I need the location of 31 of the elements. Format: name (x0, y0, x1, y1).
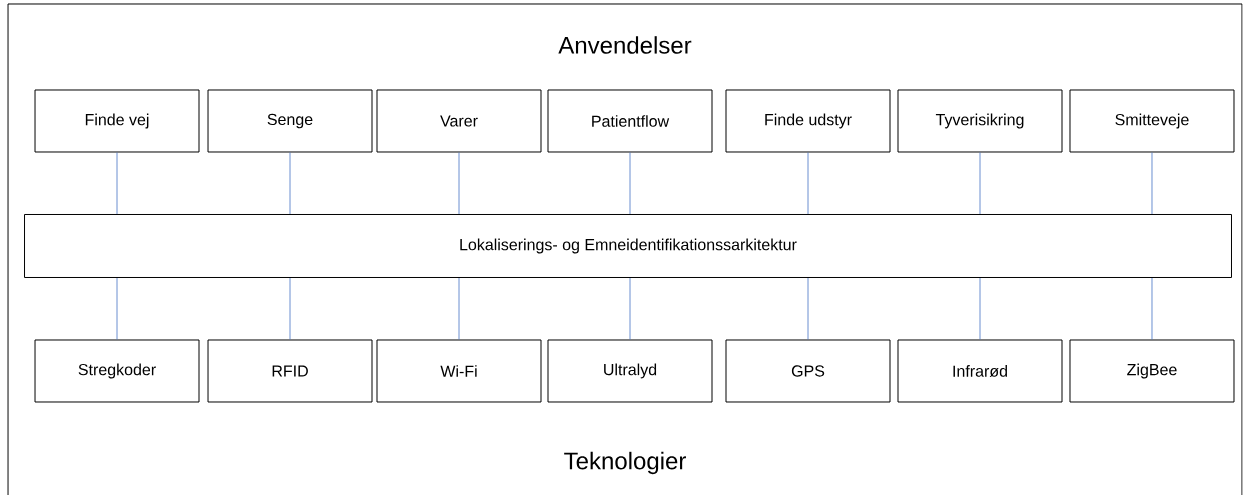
item-box: Stregkoder (34, 339, 200, 403)
connector-line (289, 152, 291, 215)
heading: Teknologier (564, 451, 686, 475)
connector-line (116, 277, 118, 340)
connector-line (1151, 152, 1153, 215)
connector-line (979, 277, 981, 340)
item-box: Finde vej (34, 89, 200, 153)
item-box: Ultralyd (547, 339, 713, 403)
connector-line (629, 277, 631, 340)
connector-line (458, 152, 460, 215)
item-box: Finde udstyr (725, 89, 891, 153)
connector-line (807, 152, 809, 215)
item-box: ZigBee (1069, 339, 1235, 403)
heading: Anvendelser (558, 36, 692, 54)
item-box: Wi-Fi (376, 339, 542, 403)
item-box: Tyverisikring (897, 89, 1063, 153)
item-box: RFID (207, 339, 373, 403)
architecture-box: Lokaliserings- og Emneidentifikationssarkitektur (24, 214, 1232, 278)
connector-line (458, 277, 460, 340)
connector-line (116, 152, 118, 215)
item-box: Infrarød (897, 339, 1063, 403)
item-box: Patientflow (547, 89, 713, 153)
connector-line (289, 277, 291, 340)
connector-line (979, 152, 981, 215)
item-box: GPS (725, 339, 891, 403)
connector-line (1151, 277, 1153, 340)
item-box: Varer (376, 89, 542, 153)
item-box: Senge (207, 89, 373, 153)
connector-line (629, 152, 631, 215)
connector-line (807, 277, 809, 340)
item-box: Smitteveje (1069, 89, 1235, 153)
